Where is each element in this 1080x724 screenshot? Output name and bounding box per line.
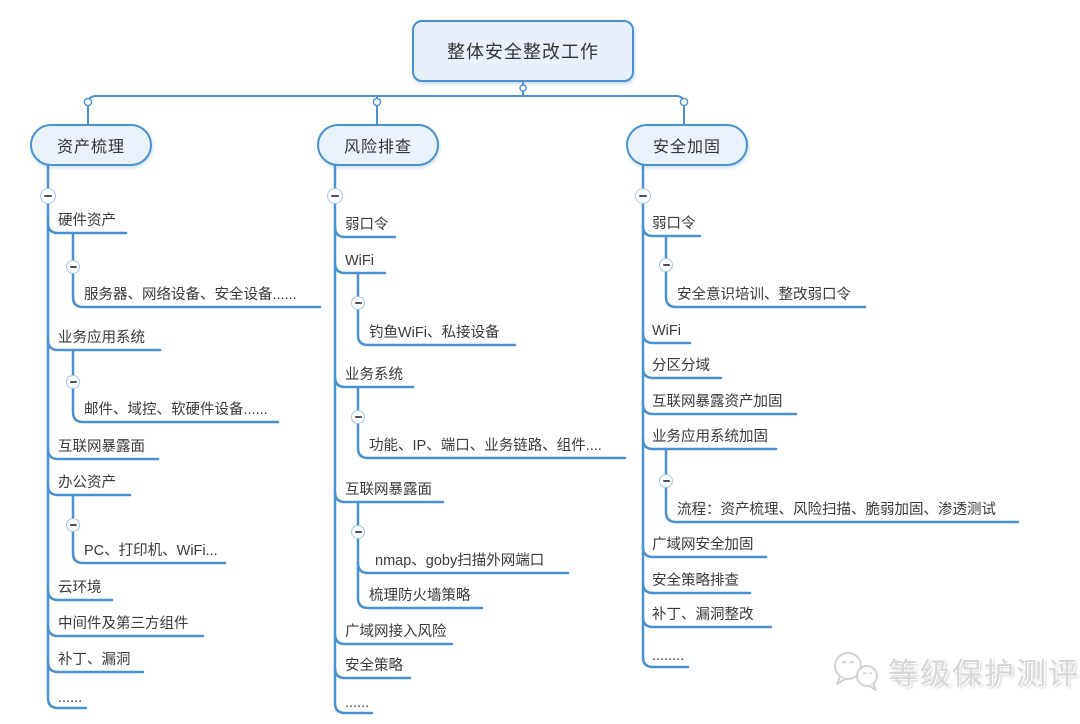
tree-node-label[interactable]: 业务应用系统加固 <box>652 429 768 445</box>
tree-node-label[interactable]: 办公资产 <box>58 475 116 491</box>
tree-node-label[interactable]: nmap、goby扫描外网端口 <box>375 553 545 569</box>
branch-lines-asset <box>46 162 322 710</box>
minus-icon <box>44 195 52 197</box>
minus-icon <box>662 264 670 266</box>
tree-node-label[interactable]: 中间件及第三方组件 <box>58 616 189 632</box>
tree-node-label[interactable]: 安全策略 <box>345 658 403 674</box>
tree-node-label[interactable]: 广域网安全加固 <box>652 537 754 553</box>
collapse-toggle[interactable] <box>351 525 365 539</box>
tree-node-label[interactable]: 弱口令 <box>345 217 389 233</box>
collapse-toggle[interactable] <box>327 188 343 204</box>
minus-icon <box>354 416 362 418</box>
tree-node-label[interactable]: 弱口令 <box>652 216 696 232</box>
top-bus <box>83 81 689 125</box>
tree-node-label[interactable]: 服务器、网络设备、安全设备...... <box>84 287 297 303</box>
tree-node-label[interactable]: 梳理防火墙策略 <box>369 588 471 604</box>
tree-node-label[interactable]: 互联网暴露面 <box>58 439 145 455</box>
root-node[interactable]: 整体安全整改工作 <box>412 20 634 82</box>
branch-lines-risk <box>333 162 627 715</box>
minus-icon <box>662 480 670 482</box>
branch-lines-hardening <box>641 163 1020 669</box>
minus-icon <box>331 195 339 197</box>
minus-icon <box>69 266 77 268</box>
wechat-icon <box>834 652 878 691</box>
tree-node-label[interactable]: 安全策略排查 <box>652 573 739 589</box>
minus-icon <box>639 195 647 197</box>
collapse-toggle[interactable] <box>635 188 651 204</box>
tree-node-label[interactable]: 云环境 <box>58 580 102 596</box>
tree-node-label[interactable]: 硬件资产 <box>58 213 116 229</box>
tree-node-label[interactable]: 业务应用系统 <box>58 330 145 346</box>
branch-asset-sorting[interactable]: 资产梳理 <box>30 124 152 166</box>
collapse-toggle[interactable] <box>351 296 365 310</box>
tree-node-label[interactable]: 钓鱼WiFi、私接设备 <box>369 325 500 341</box>
junction-dot <box>679 97 689 107</box>
tree-node-label[interactable]: ...... <box>58 690 83 706</box>
junction-dot <box>519 84 527 92</box>
tree-node-label[interactable]: 互联网暴露资产加固 <box>652 394 783 410</box>
tree-node-label[interactable]: ........ <box>652 648 685 664</box>
tree-node-label[interactable]: 流程：资产梳理、风险扫描、脆弱加固、渗透测试 <box>677 502 996 518</box>
tree-node-label[interactable]: 分区分域 <box>652 358 710 374</box>
collapse-toggle[interactable] <box>40 188 56 204</box>
tree-node-label[interactable]: ...... <box>345 695 370 711</box>
minus-icon <box>69 524 77 526</box>
minus-icon <box>69 381 77 383</box>
branch-risk-check[interactable]: 风险排查 <box>317 124 439 166</box>
tree-node-label[interactable]: PC、打印机、WiFi... <box>84 543 218 559</box>
collapse-toggle[interactable] <box>659 258 673 272</box>
collapse-toggle[interactable] <box>659 474 673 488</box>
junction-dot <box>372 97 382 107</box>
tree-node-label[interactable]: 业务系统 <box>345 367 403 383</box>
tree-node-label[interactable]: 补丁、漏洞 <box>58 652 131 668</box>
tree-node-label[interactable]: WiFi <box>652 323 681 339</box>
branch-hardening[interactable]: 安全加固 <box>626 124 748 166</box>
tree-node-label[interactable]: WiFi <box>345 253 374 269</box>
minus-icon <box>354 302 362 304</box>
minus-icon <box>354 531 362 533</box>
junction-dot <box>83 97 93 107</box>
watermark: 等级保护测评 <box>830 648 1080 694</box>
tree-node-label[interactable]: 补丁、漏洞整改 <box>652 607 754 623</box>
collapse-toggle[interactable] <box>66 518 80 532</box>
tree-node-label[interactable]: 功能、IP、端口、业务链路、组件.... <box>369 438 602 454</box>
collapse-toggle[interactable] <box>66 375 80 389</box>
tree-node-label[interactable]: 安全意识培训、整改弱口令 <box>677 287 851 303</box>
tree-node-label[interactable]: 邮件、域控、软硬件设备...... <box>84 402 268 418</box>
collapse-toggle[interactable] <box>66 260 80 274</box>
watermark-text: 等级保护测评 <box>888 658 1080 691</box>
collapse-toggle[interactable] <box>351 410 365 424</box>
tree-node-label[interactable]: 广域网接入风险 <box>345 624 447 640</box>
tree-node-label[interactable]: 互联网暴露面 <box>345 482 432 498</box>
